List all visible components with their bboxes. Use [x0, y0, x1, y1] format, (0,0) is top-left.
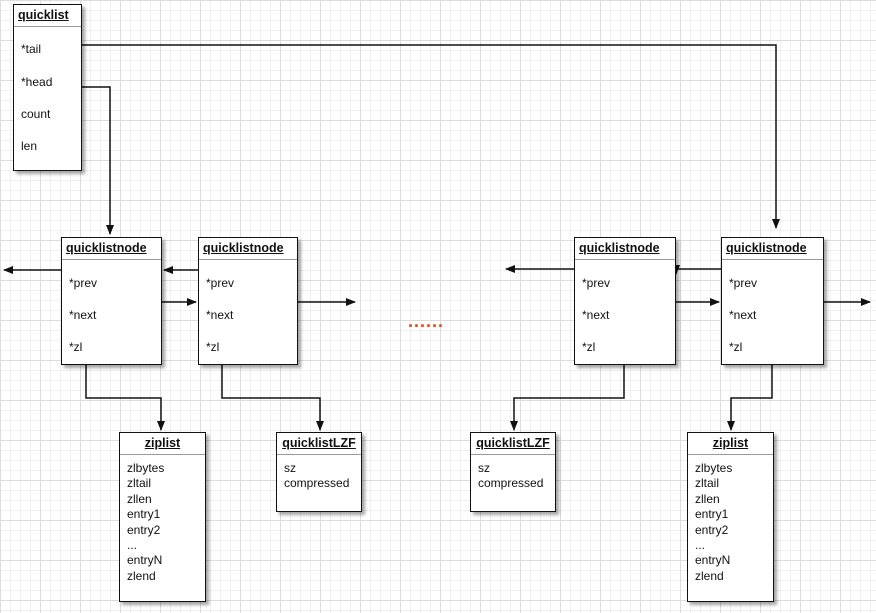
quicklist-box: quicklist *tail *head count len — [13, 4, 82, 171]
ellipsis: ...... — [408, 311, 445, 331]
node-field-zl: *zl — [206, 340, 220, 354]
ziplist-fields: zlbytes zltail zllen entry1 entry2 ... e… — [688, 455, 773, 584]
quicklistnode-4: quicklistnode *prev *next *zl — [721, 237, 824, 365]
lzf-fields: sz compressed — [471, 455, 555, 492]
node-field-prev: *prev — [729, 276, 758, 290]
ziplist-right: ziplist zlbytes zltail zllen entry1 entr… — [687, 432, 774, 602]
ziplist-field: entryN — [695, 553, 731, 568]
node4-zl-arrow — [727, 365, 773, 431]
node-title: quicklistnode — [722, 238, 823, 260]
quicklistnode-2: quicklistnode *prev *next *zl — [198, 237, 298, 365]
lzf-title: quicklistLZF — [471, 433, 555, 455]
ziplist-field: zltail — [127, 476, 152, 491]
ziplist-field: ... — [695, 538, 706, 553]
node-field-next: *next — [69, 308, 97, 322]
node-field-zl: *zl — [69, 340, 83, 354]
node-title: quicklistnode — [199, 238, 297, 260]
ziplist-field: entryN — [127, 553, 163, 568]
ziplist-fields: zlbytes zltail zllen entry1 entry2 ... e… — [120, 455, 205, 584]
quicklist-field-len: len — [21, 139, 38, 153]
quicklistlzf-left: quicklistLZF sz compressed — [276, 432, 362, 512]
node-field-zl: *zl — [729, 340, 743, 354]
head-pointer-arrow — [82, 86, 114, 235]
node-field-next: *next — [206, 308, 234, 322]
lzf-field: sz — [284, 461, 296, 475]
ziplist-field: entry2 — [695, 522, 729, 537]
node3-zl-arrow — [510, 365, 625, 431]
ziplist-field: zlend — [127, 568, 156, 583]
node-title: quicklistnode — [62, 238, 161, 260]
ziplist-field: zlbytes — [127, 461, 165, 475]
lzf-field: sz — [478, 461, 490, 475]
quicklist-field-count: count — [21, 107, 51, 121]
node-title: quicklistnode — [575, 238, 675, 260]
node-field-zl: *zl — [582, 340, 596, 354]
ziplist-field: zlbytes — [695, 461, 733, 475]
ziplist-field: entry1 — [695, 507, 729, 522]
quicklist-field-head: *head — [21, 75, 53, 89]
lzf-field: compressed — [284, 476, 350, 491]
node-field-next: *next — [582, 308, 610, 322]
ziplist-field: zllen — [127, 491, 152, 506]
lzf-title: quicklistLZF — [277, 433, 361, 455]
quicklistnode-3: quicklistnode *prev *next *zl — [574, 237, 676, 365]
quicklist-title: quicklist — [14, 5, 81, 27]
lzf-fields: sz compressed — [277, 455, 361, 492]
node-field-next: *next — [729, 308, 757, 322]
quicklistlzf-right: quicklistLZF sz compressed — [470, 432, 556, 512]
node-field-prev: *prev — [206, 276, 235, 290]
tail-pointer-arrow — [82, 44, 780, 229]
lzf-field: compressed — [478, 476, 544, 491]
node1-zl-arrow — [85, 365, 165, 431]
ziplist-field: entry2 — [127, 522, 161, 537]
ziplist-field: zlend — [695, 568, 724, 583]
ziplist-field: zltail — [695, 476, 720, 491]
quicklist-field-tail: *tail — [21, 42, 42, 56]
ziplist-field: ... — [127, 538, 138, 553]
ziplist-field: entry1 — [127, 507, 161, 522]
ziplist-left: ziplist zlbytes zltail zllen entry1 entr… — [119, 432, 206, 602]
node4-prev-arrow — [672, 265, 721, 275]
ziplist-title: ziplist — [688, 433, 773, 455]
quicklistnode-1: quicklistnode *prev *next *zl — [61, 237, 162, 365]
ziplist-field: zllen — [695, 491, 720, 506]
node-field-prev: *prev — [582, 276, 611, 290]
ziplist-title: ziplist — [120, 433, 205, 455]
node-field-prev: *prev — [69, 276, 98, 290]
node2-zl-arrow — [221, 365, 324, 431]
